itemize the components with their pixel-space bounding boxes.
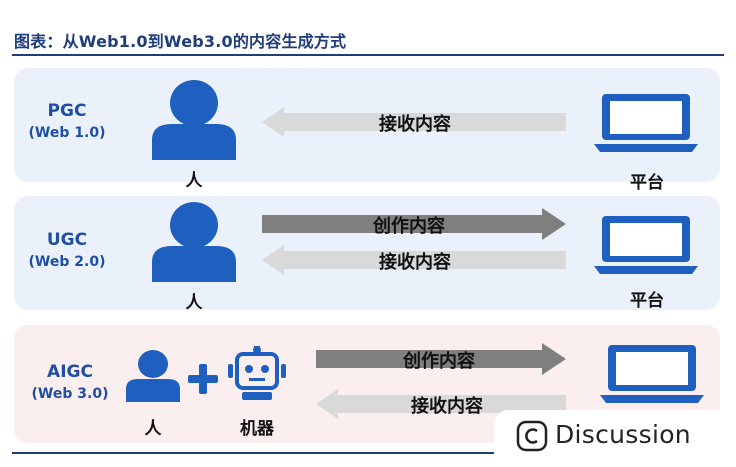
pgc-receive-label: 接收内容: [379, 114, 451, 135]
aigc-tier-name: AIGC: [47, 362, 93, 382]
aigc-receive-label: 接收内容: [411, 396, 483, 417]
laptop-icon: [594, 94, 698, 152]
person-icon: [152, 202, 236, 282]
title-divider: [12, 54, 724, 56]
aigc-tier-web: (Web 3.0): [31, 386, 109, 402]
ugc-person-label: 人: [185, 293, 203, 313]
ugc-tier-label: UGC (Web 2.0): [18, 230, 116, 270]
person-icon: [152, 80, 236, 160]
pgc-platform-label: 平台: [630, 173, 664, 193]
figure-title: 图表：从Web1.0到Web3.0的内容生成方式: [14, 32, 347, 51]
ugc-tier-name: UGC: [46, 230, 88, 250]
ugc-tier-web: (Web 2.0): [28, 254, 106, 270]
laptop-icon: [600, 345, 704, 403]
ugc-platform-label: 平台: [630, 291, 664, 311]
ugc-create-arrow: [262, 208, 566, 240]
aigc-tier-label: AIGC (Web 3.0): [18, 362, 122, 402]
pgc-tier-label: PGC (Web 1.0): [18, 101, 116, 141]
pgc-tier-web: (Web 1.0): [28, 125, 106, 141]
plus-icon: [188, 364, 218, 394]
ugc-receive-arrow: [262, 245, 566, 275]
aigc-create-label: 创作内容: [403, 351, 475, 372]
aigc-create-arrow: [316, 343, 566, 375]
ugc-create-label: 创作内容: [373, 216, 445, 237]
copyright-icon: [516, 420, 548, 452]
laptop-icon: [594, 216, 698, 274]
person-icon: [126, 350, 180, 402]
aigc-machine-label: 机器: [240, 419, 274, 439]
pgc-receive-arrow: [262, 107, 566, 137]
bottom-divider: [12, 452, 724, 454]
watermark-backdrop: [494, 410, 736, 467]
aigc-person-label: 人: [144, 419, 162, 439]
watermark-text: Discussion: [555, 420, 691, 449]
ugc-receive-label: 接收内容: [379, 252, 451, 273]
robot-icon: [228, 346, 286, 400]
pgc-tier-name: PGC: [47, 101, 87, 121]
pgc-person-label: 人: [185, 171, 203, 191]
